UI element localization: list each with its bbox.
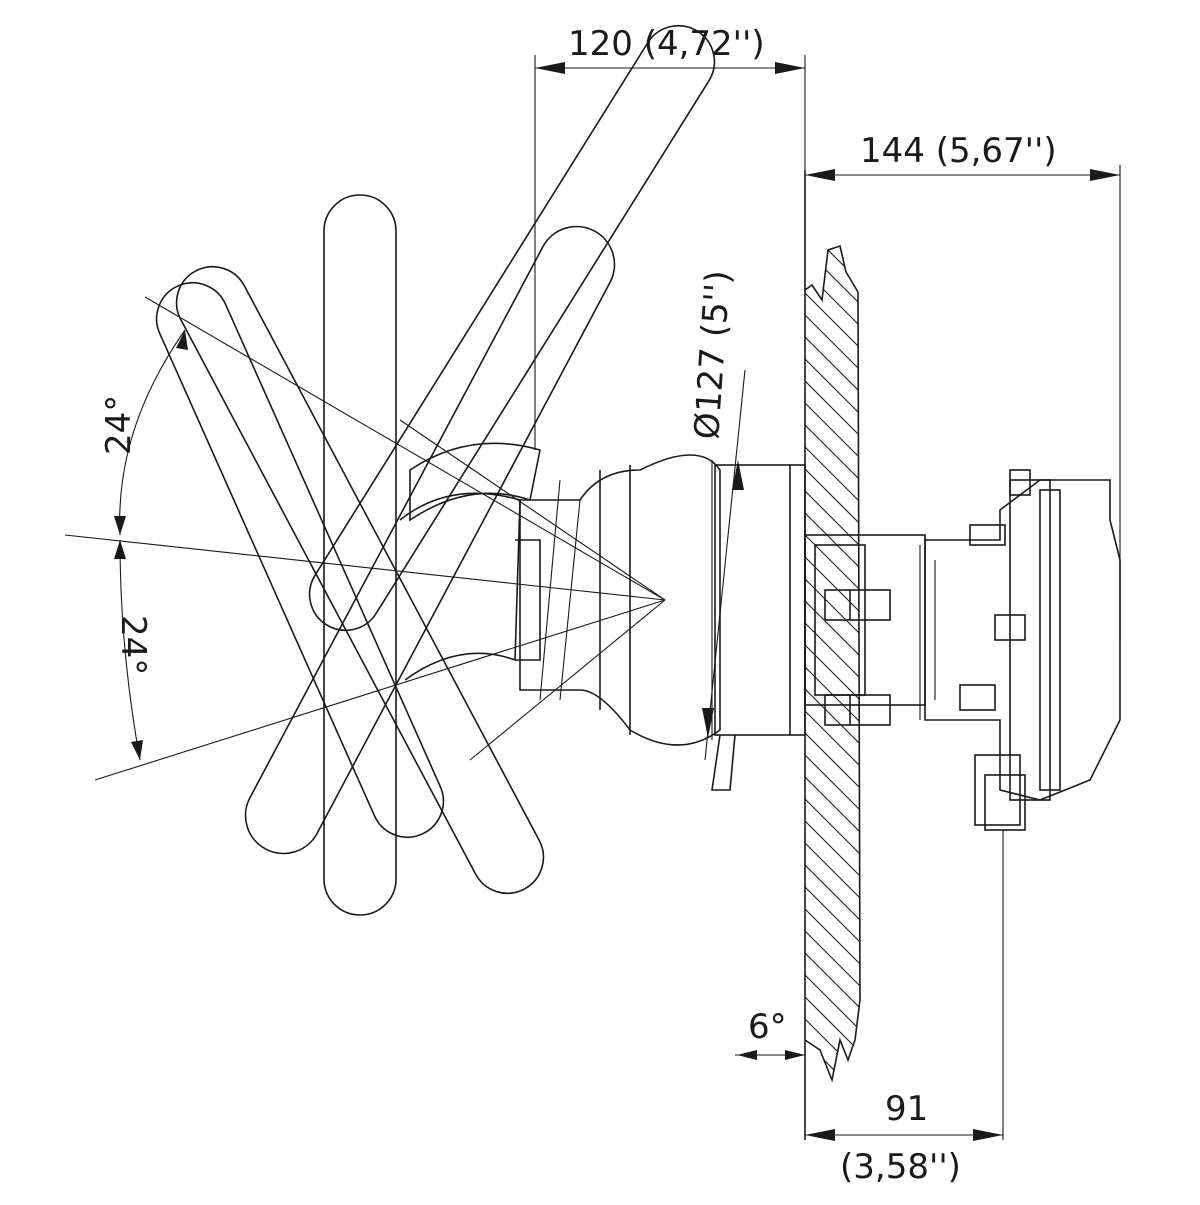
dimension-wheel-diameter: Ø127 (5'') [687, 269, 746, 761]
hatch-line [805, 1035, 860, 1080]
hatch-line [805, 287, 860, 359]
hatch-line [805, 639, 860, 711]
helm-hub [399, 442, 806, 791]
dimension-depth-total: 120 (4,72'') [534, 24, 806, 450]
hatch-line [805, 1013, 860, 1080]
hatch-line [805, 881, 860, 953]
hatch-line [805, 925, 860, 997]
dimension-depth-total-label: 120 (4,72'') [568, 24, 765, 64]
hatch-line [805, 683, 860, 755]
hatch-line [805, 771, 860, 843]
dimension-hub-depth-mm-label: 91 [885, 1089, 928, 1129]
hatch-line [805, 727, 860, 799]
hatch-line [805, 309, 860, 381]
hatch-line [805, 749, 860, 821]
steering-wheel-positions [155, 24, 716, 916]
dimension-hub-depth: 91 (3,58'') [805, 830, 1004, 1187]
hatch-line [805, 265, 860, 337]
hatch-line [805, 463, 860, 535]
tilt-up-angle-label: 24° [99, 395, 139, 455]
hatch-line [805, 705, 860, 777]
hatch-line [805, 793, 860, 865]
hatch-line [805, 246, 860, 293]
hatch-line [805, 419, 860, 491]
tilt-angle-arcs [114, 329, 188, 761]
hatch-line [805, 947, 860, 1019]
dimension-dash-angle: 6° [735, 1007, 805, 1060]
dimension-wheel-diameter-label: Ø127 (5'') [687, 269, 739, 441]
hatch-line [805, 441, 860, 513]
hatch-line [805, 246, 860, 271]
dimension-hub-depth-in-label: (3,58'') [840, 1147, 961, 1187]
hatch-line [805, 331, 860, 403]
hatch-line [805, 246, 860, 315]
hatch-line [805, 353, 860, 425]
tilt-down-angle-label: 24° [113, 615, 153, 675]
dimension-rear-depth: 144 (5,67'') [805, 131, 1121, 640]
hatch-line [805, 815, 860, 887]
hatch-line [805, 375, 860, 447]
dimension-rear-depth-label: 144 (5,67'') [860, 131, 1057, 171]
hatch-line [805, 837, 860, 909]
rear-gear-unit [804, 469, 1121, 831]
dashboard-panel [804, 170, 861, 1140]
hatch-line [805, 661, 860, 733]
hatch-line [805, 903, 860, 975]
hatch-line [805, 397, 860, 469]
dimension-dash-angle-label: 6° [748, 1007, 787, 1047]
tilt-reference-lines [64, 296, 666, 781]
hatch-line [805, 859, 860, 931]
